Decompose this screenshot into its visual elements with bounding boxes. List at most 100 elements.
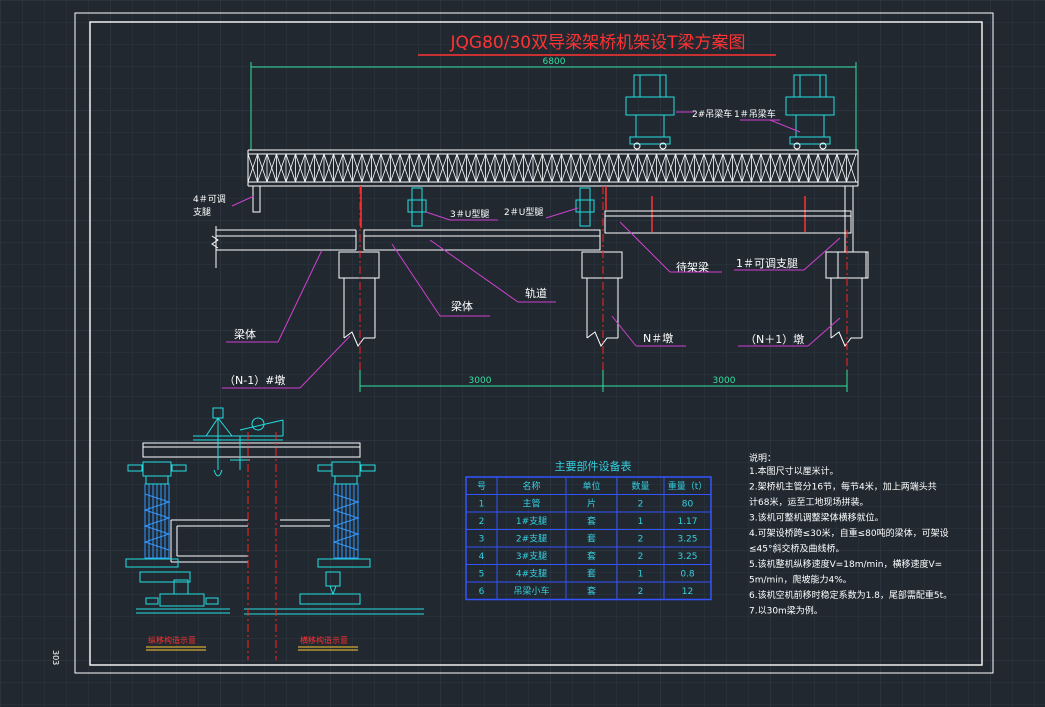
truss-diagonal <box>589 153 600 183</box>
table-cell: 套 <box>587 532 596 544</box>
table-cell: 主管 <box>522 497 540 509</box>
callout-leg-4-line1: 4＃可调 <box>193 194 226 205</box>
leg-4 <box>252 185 261 213</box>
table-cell: 3 <box>479 534 485 544</box>
trolley-2 <box>625 74 675 145</box>
truss-diagonal <box>665 153 676 183</box>
table-cell: 3.25 <box>677 552 697 562</box>
truss-diagonal <box>418 153 429 183</box>
truss-diagonal <box>618 153 629 183</box>
table-cell: 6 <box>479 587 485 597</box>
truss-diagonal <box>741 153 752 183</box>
truss-diagonal <box>561 153 572 183</box>
truss-diagonal <box>599 153 610 183</box>
detail-crossbeam <box>142 442 361 458</box>
table-cell: 2 <box>638 499 644 509</box>
truss-diagonal <box>836 153 847 183</box>
truss-web-members <box>247 153 857 183</box>
table-cell: 4#支腿 <box>516 567 547 579</box>
note-line: 5.该机整机纵移速度V=18m/min，横移速度V= <box>749 558 942 570</box>
inner-frame <box>89 21 983 666</box>
detail-inner-beam <box>170 519 330 563</box>
table-cell: 2 <box>638 534 644 544</box>
table-cell: 片 <box>587 497 596 509</box>
truss-diagonal <box>390 153 401 183</box>
truss-diagonal <box>371 153 382 183</box>
table-cell: 1 <box>638 517 644 527</box>
truss-diagonal <box>304 153 315 183</box>
beam-middle <box>363 229 601 251</box>
truss-diagonal <box>494 153 505 183</box>
beam-waiting <box>604 210 852 234</box>
note-line: 7.以30m梁为例。 <box>749 605 823 617</box>
callout-leaders <box>222 221 841 389</box>
table-cell: 套 <box>587 585 596 597</box>
truss-diagonal <box>608 153 619 183</box>
truss-diagonal <box>333 153 344 183</box>
truss-diagonal <box>751 153 762 183</box>
truss-diagonal <box>266 153 277 183</box>
truss-diagonal <box>713 153 724 183</box>
note-line: 3.该机可整机调整梁体横移就位。 <box>749 512 884 524</box>
truss-diagonal <box>437 153 448 183</box>
table-header-cell: 重量（t） <box>668 480 708 492</box>
note-line: 1.本图尺寸以厘米计。 <box>749 465 839 477</box>
note-line: 5m/min，爬坡能力4%。 <box>749 574 852 586</box>
truss-diagonal <box>760 153 771 183</box>
table-cell: 5 <box>479 569 485 579</box>
dimension-bottom <box>359 370 848 392</box>
truss-diagonal <box>456 153 467 183</box>
truss-diagonal <box>580 153 591 183</box>
beam-left <box>211 226 357 268</box>
table-cell: 套 <box>587 550 596 562</box>
table-title: 主要部件设备表 <box>555 459 632 473</box>
callout-trolley-2: 2#吊梁车 <box>692 108 732 120</box>
dimension-left-value: 3000 <box>469 376 492 386</box>
callout-leg-1: 1＃可调支腿 <box>736 257 798 270</box>
trolley-1-wheels <box>793 142 827 150</box>
truss-diagonal <box>798 153 809 183</box>
truss-diagonal <box>703 153 714 183</box>
table-header-cell: 单位 <box>582 480 600 492</box>
callout-pier-n-minus-1: （N-1）#墩 <box>224 373 285 387</box>
table-cell: 4 <box>479 552 485 562</box>
table-cell: 套 <box>587 567 596 579</box>
truss-diagonal <box>675 153 686 183</box>
truss-diagonal <box>627 153 638 183</box>
table-cell: 1.17 <box>677 517 697 527</box>
trolley-2-wheels <box>633 142 667 150</box>
table-cell: 1 <box>638 569 644 579</box>
dimension-top <box>250 62 857 150</box>
callout-trolley-1: 1＃吊梁车 <box>734 108 776 120</box>
table-cell: 1#支腿 <box>516 515 547 527</box>
note-line: 6.该机空机前移时稳定系数为1.8，尾部需配重5t。 <box>749 589 952 601</box>
dimension-right-value: 3000 <box>713 376 736 386</box>
page-number: 303 <box>51 650 60 665</box>
truss-diagonal <box>808 153 819 183</box>
table-cell: 2#支腿 <box>516 532 547 544</box>
table-cell: 套 <box>587 515 596 527</box>
table-cell: 1 <box>479 499 485 509</box>
table-header-cell: 名称 <box>522 480 540 492</box>
truss-diagonal <box>247 153 258 183</box>
callout-beam-waiting: 待架梁 <box>676 260 709 274</box>
notes-heading: 说明： <box>749 452 776 464</box>
truss-diagonal <box>257 153 268 183</box>
outer-frame <box>74 12 994 674</box>
table-cell: 3.25 <box>677 534 697 544</box>
truss-diagonal <box>295 153 306 183</box>
table-header-cell: 号 <box>477 481 486 492</box>
callout-leg-3: 3＃U型腿 <box>450 209 489 220</box>
truss-diagonal <box>523 153 534 183</box>
pier-n-plus-1 <box>825 251 867 347</box>
trolley-leaders <box>676 111 801 133</box>
truss-diagonal <box>285 153 296 183</box>
pier-centerlines <box>359 186 848 370</box>
leader-u-legs <box>425 207 579 221</box>
callout-leg-2: 2＃U型腿 <box>504 207 543 218</box>
notes-block: 说明： 1.本图尺寸以厘米计。2.架桥机主管分16节，每节4米，加上两端头共计6… <box>749 452 952 617</box>
callout-rail: 轨道 <box>525 286 547 300</box>
note-line: ≤45°斜交桥及曲线桥。 <box>749 543 845 555</box>
